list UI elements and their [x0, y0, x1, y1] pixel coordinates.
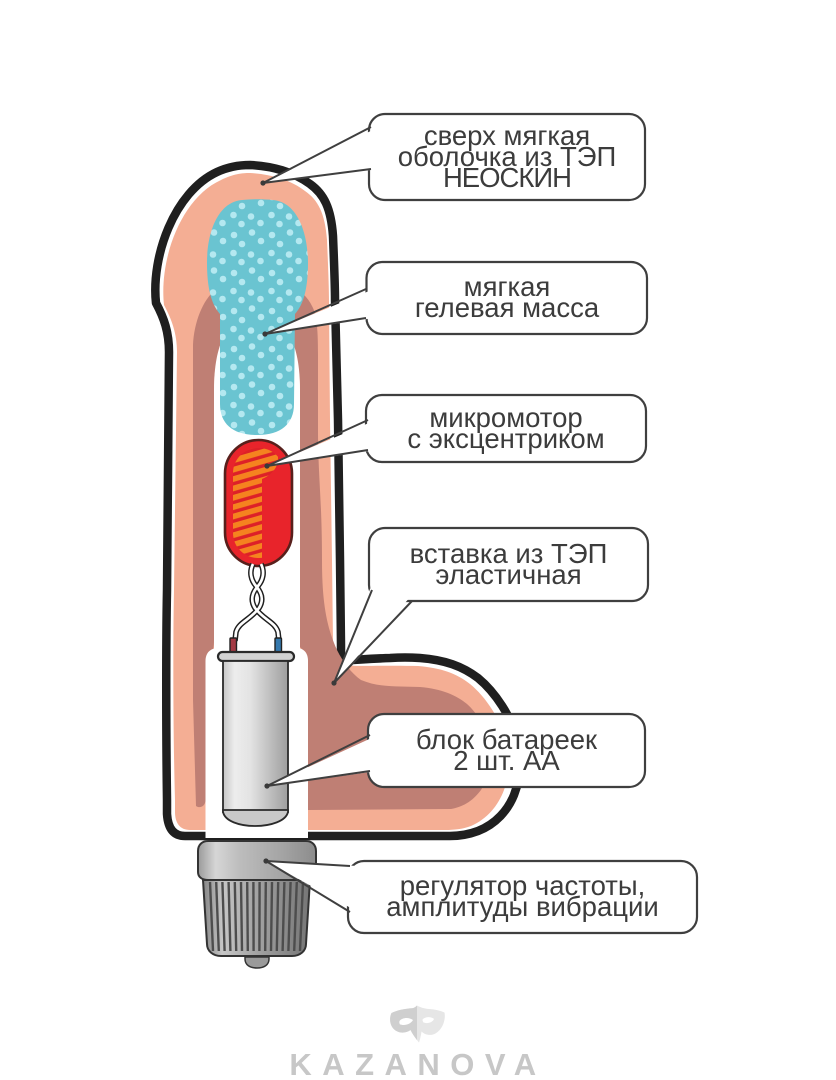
svg-text:гелевая масса: гелевая масса	[415, 292, 600, 323]
svg-text:с эксцентриком: с эксцентриком	[407, 423, 604, 454]
svg-text:мягкая: мягкая	[464, 271, 551, 302]
svg-text:микромотор: микромотор	[429, 402, 582, 433]
svg-text:оболочка из ТЭП: оболочка из ТЭП	[398, 141, 617, 172]
svg-text:регулятор частоты,: регулятор частоты,	[400, 870, 646, 901]
svg-text:KAZANOVA: KAZANOVA	[289, 1047, 546, 1080]
svg-text:эластичная: эластичная	[435, 559, 581, 590]
svg-text:амплитуды вибрации: амплитуды вибрации	[386, 891, 658, 922]
svg-text:2 шт. АА: 2 шт. АА	[453, 745, 560, 776]
svg-text:сверх мягкая: сверх мягкая	[424, 120, 590, 151]
svg-text:вставка из ТЭП: вставка из ТЭП	[410, 538, 608, 569]
svg-text:НЕОСКИН: НЕОСКИН	[443, 162, 571, 193]
svg-text:блок батареек: блок батареек	[416, 724, 598, 755]
